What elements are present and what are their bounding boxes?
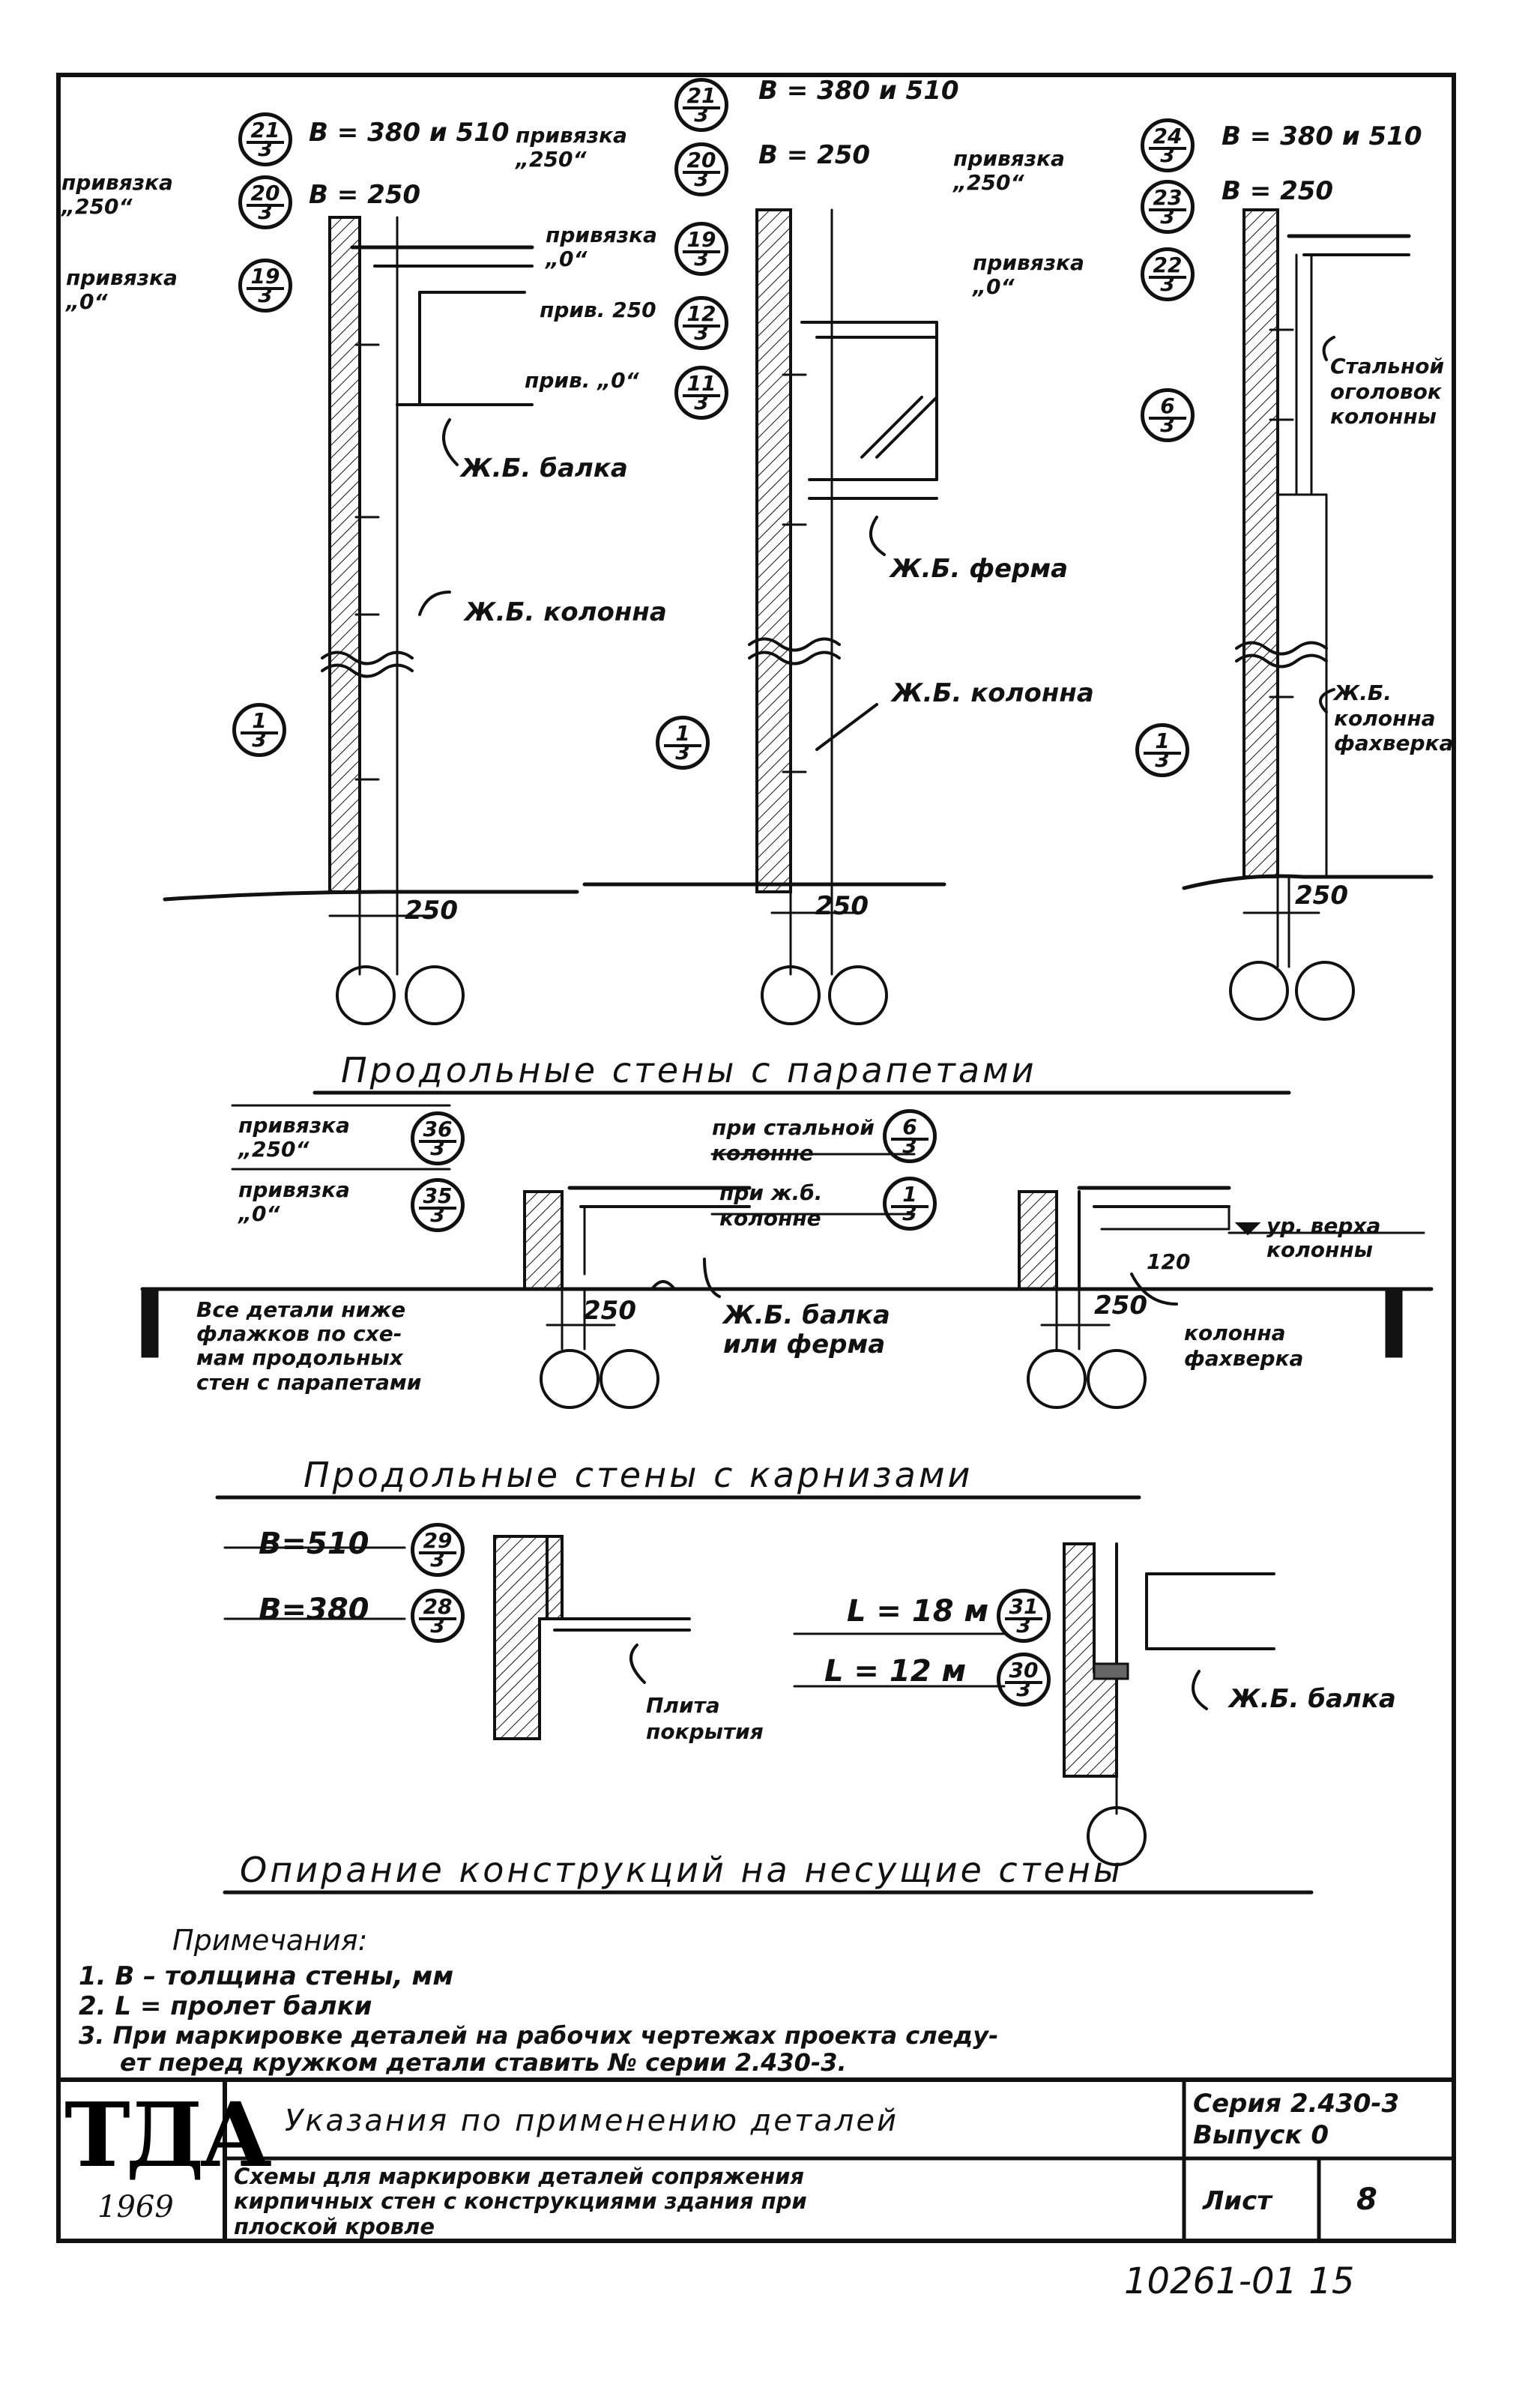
parapet-top-level: ур. верха колонны [1266, 1213, 1381, 1263]
cornices-section-title: Продольные стены с карнизами [304, 1455, 973, 1495]
note-1: 1. B – толщина стены, мм [79, 1961, 454, 1991]
d3-b-thick: B = 380 и 510 [1222, 121, 1422, 151]
d1-dim: 250 [405, 896, 458, 926]
d1-beam-label: Ж.Б. балка [461, 453, 628, 483]
d2-b-250: B = 250 [758, 140, 871, 170]
d1-b-thick: B = 380 и 510 [309, 118, 510, 148]
cornice-l12: L = 12 м [824, 1654, 967, 1689]
sheet-title: Указания по применению деталей [285, 2104, 899, 2138]
parapet-dim-120: 120 [1147, 1249, 1191, 1274]
cornice-slab-label: Плита покрытия [646, 1693, 764, 1744]
cornice-b380: B=380 [259, 1593, 369, 1627]
d2-binding-0: привязка „0“ [546, 223, 657, 272]
detail-3-lines [1182, 208, 1434, 1021]
issue: Выпуск 0 [1193, 2120, 1329, 2150]
parapet-dim-250-a: 250 [583, 1296, 636, 1326]
d2-binding-250: привязка „250“ [516, 123, 627, 172]
note-3-cont: ет перед кружком детали ставить № серии … [120, 2048, 847, 2077]
d1-b-250: B = 250 [309, 180, 421, 210]
d2-prib-250: прив. 250 [540, 298, 656, 322]
d2-column-label: Ж.Б. колонна [892, 678, 1094, 708]
parapet-row-lines [140, 1104, 1434, 1409]
parapet-dim-250-b: 250 [1094, 1291, 1147, 1321]
sheet-border [56, 73, 1456, 2243]
parapet-rc-col: при ж.б. колонне [719, 1180, 823, 1231]
title-block-lines [56, 2077, 1456, 2243]
d3-dim: 250 [1295, 881, 1348, 911]
d3-binding-0: привязка „0“ [973, 250, 1084, 300]
notes-title: Примечания: [172, 1924, 368, 1957]
cornice-l18: L = 18 м [847, 1594, 989, 1629]
year: 1969 [97, 2190, 174, 2224]
parapet-column-label: колонна фахверка [1184, 1321, 1304, 1371]
note-2: 2. L = пролет балки [79, 1991, 372, 2021]
tda-logo: ТДА [64, 2083, 272, 2187]
parapet-steel-col: при стальной колонне [712, 1115, 875, 1165]
parapet-beam-label: Ж.Б. балка или ферма [723, 1300, 890, 1360]
parapet-note: Все детали ниже флажков по схе- мам прод… [196, 1297, 422, 1395]
bearing-section-title: Опирание конструкций на несущие стены [240, 1850, 1124, 1890]
sheet-label: Лист [1203, 2186, 1272, 2216]
d1-binding-0: привязка „0“ [66, 265, 178, 315]
d2-dim: 250 [815, 891, 869, 921]
parapets-section-title: Продольные стены с парапетами [341, 1050, 1037, 1090]
d2-b-thick: B = 380 и 510 [758, 76, 959, 106]
archive-stamp: 10261-01 15 [1124, 2260, 1355, 2302]
detail-1-lines [163, 216, 579, 1025]
d3-steel-head-label: Стальной оголовок колонны [1330, 354, 1445, 429]
d1-binding-250: привязка „250“ [61, 170, 173, 220]
d1-column-label: Ж.Б. колонна [465, 597, 667, 627]
d3-b-250: B = 250 [1222, 176, 1334, 206]
detail-2-lines [582, 208, 946, 1025]
d2-prib-0: прив. „0“ [525, 368, 639, 393]
note-3: 3. При маркировке деталей на рабочих чер… [79, 2021, 999, 2050]
cornice-b510: B=510 [259, 1527, 369, 1561]
cornice-beam-label: Ж.Б. балка [1229, 1684, 1396, 1714]
d3-binding-250: привязка „250“ [953, 146, 1065, 196]
sheet-number: 8 [1356, 2182, 1377, 2217]
d3-column-label: Ж.Б. колонна фахверка [1334, 680, 1454, 756]
d2-truss-label: Ж.Б. ферма [890, 554, 1069, 584]
cornice-row-lines [223, 1535, 1275, 1866]
parapet-binding-0: привязка „0“ [238, 1177, 350, 1227]
parapet-binding-250: привязка „250“ [238, 1113, 350, 1162]
series: Серия 2.430-3 [1193, 2089, 1400, 2119]
sheet-subtitle: Схемы для маркировки деталей сопряжения … [234, 2164, 807, 2239]
